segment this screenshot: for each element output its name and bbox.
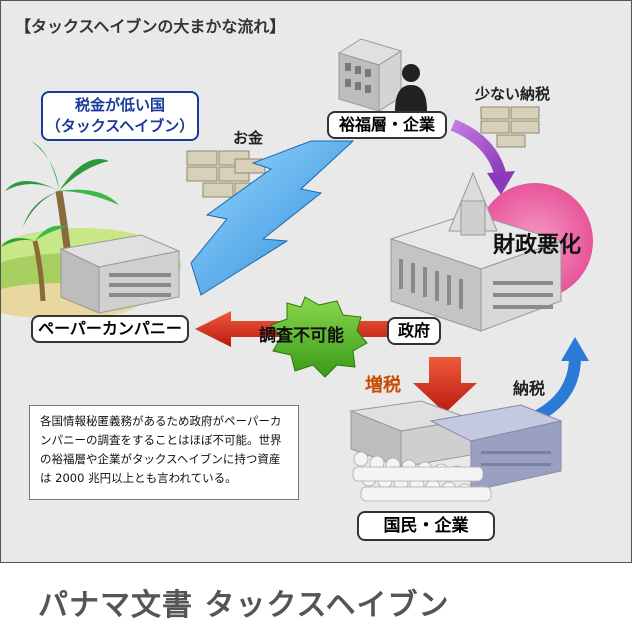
office-building-icon bbox=[337, 38, 403, 112]
note-box: 各国情報秘匿義務があるため政府がペーパーカンパニーの調査をすることはほぼ不可能。… bbox=[29, 405, 299, 500]
investigation-burst bbox=[270, 296, 368, 378]
diet-building-icon bbox=[389, 171, 563, 332]
crowd-icon bbox=[352, 451, 492, 502]
money-flow-arrow bbox=[190, 140, 355, 296]
government-label: 政府 bbox=[387, 317, 441, 345]
investigation-label: 調査不可能 bbox=[259, 326, 344, 346]
money-label: お金 bbox=[233, 129, 264, 147]
diagram-frame: 【タックスヘイブンの大まかな流れ】 税金が低い国 （タックスヘイブン） お金 裕… bbox=[0, 0, 632, 563]
paper-company-label: ペーパーカンパニー bbox=[31, 315, 189, 343]
low-tax-arrowhead bbox=[487, 171, 515, 195]
low-tax-label: 少ない納税 bbox=[475, 85, 551, 103]
money-stack-small-icon bbox=[480, 106, 540, 148]
fiscal-deterioration-label: 財政悪化 bbox=[493, 233, 582, 258]
citizens-label: 国民・企業 bbox=[357, 511, 495, 541]
tax-increase-arrow bbox=[413, 357, 477, 413]
wealthy-label: 裕福層・企業 bbox=[327, 111, 447, 139]
diagram-canvas bbox=[1, 38, 593, 502]
tax-increase-label: 増税 bbox=[365, 375, 401, 396]
tax-haven-label: 税金が低い国 （タックスヘイブン） bbox=[41, 91, 199, 141]
low-tax-arrow bbox=[450, 119, 507, 179]
diagram-title: 【タックスヘイブンの大まかな流れ】 bbox=[15, 17, 286, 36]
businessman-icon bbox=[395, 64, 427, 111]
page-caption: パナマ文書 タックスヘイブン bbox=[38, 588, 450, 623]
tax-payment-arrowhead bbox=[561, 337, 589, 361]
tax-payment-label: 納税 bbox=[513, 379, 546, 398]
paper-company-building-icon bbox=[59, 234, 181, 314]
